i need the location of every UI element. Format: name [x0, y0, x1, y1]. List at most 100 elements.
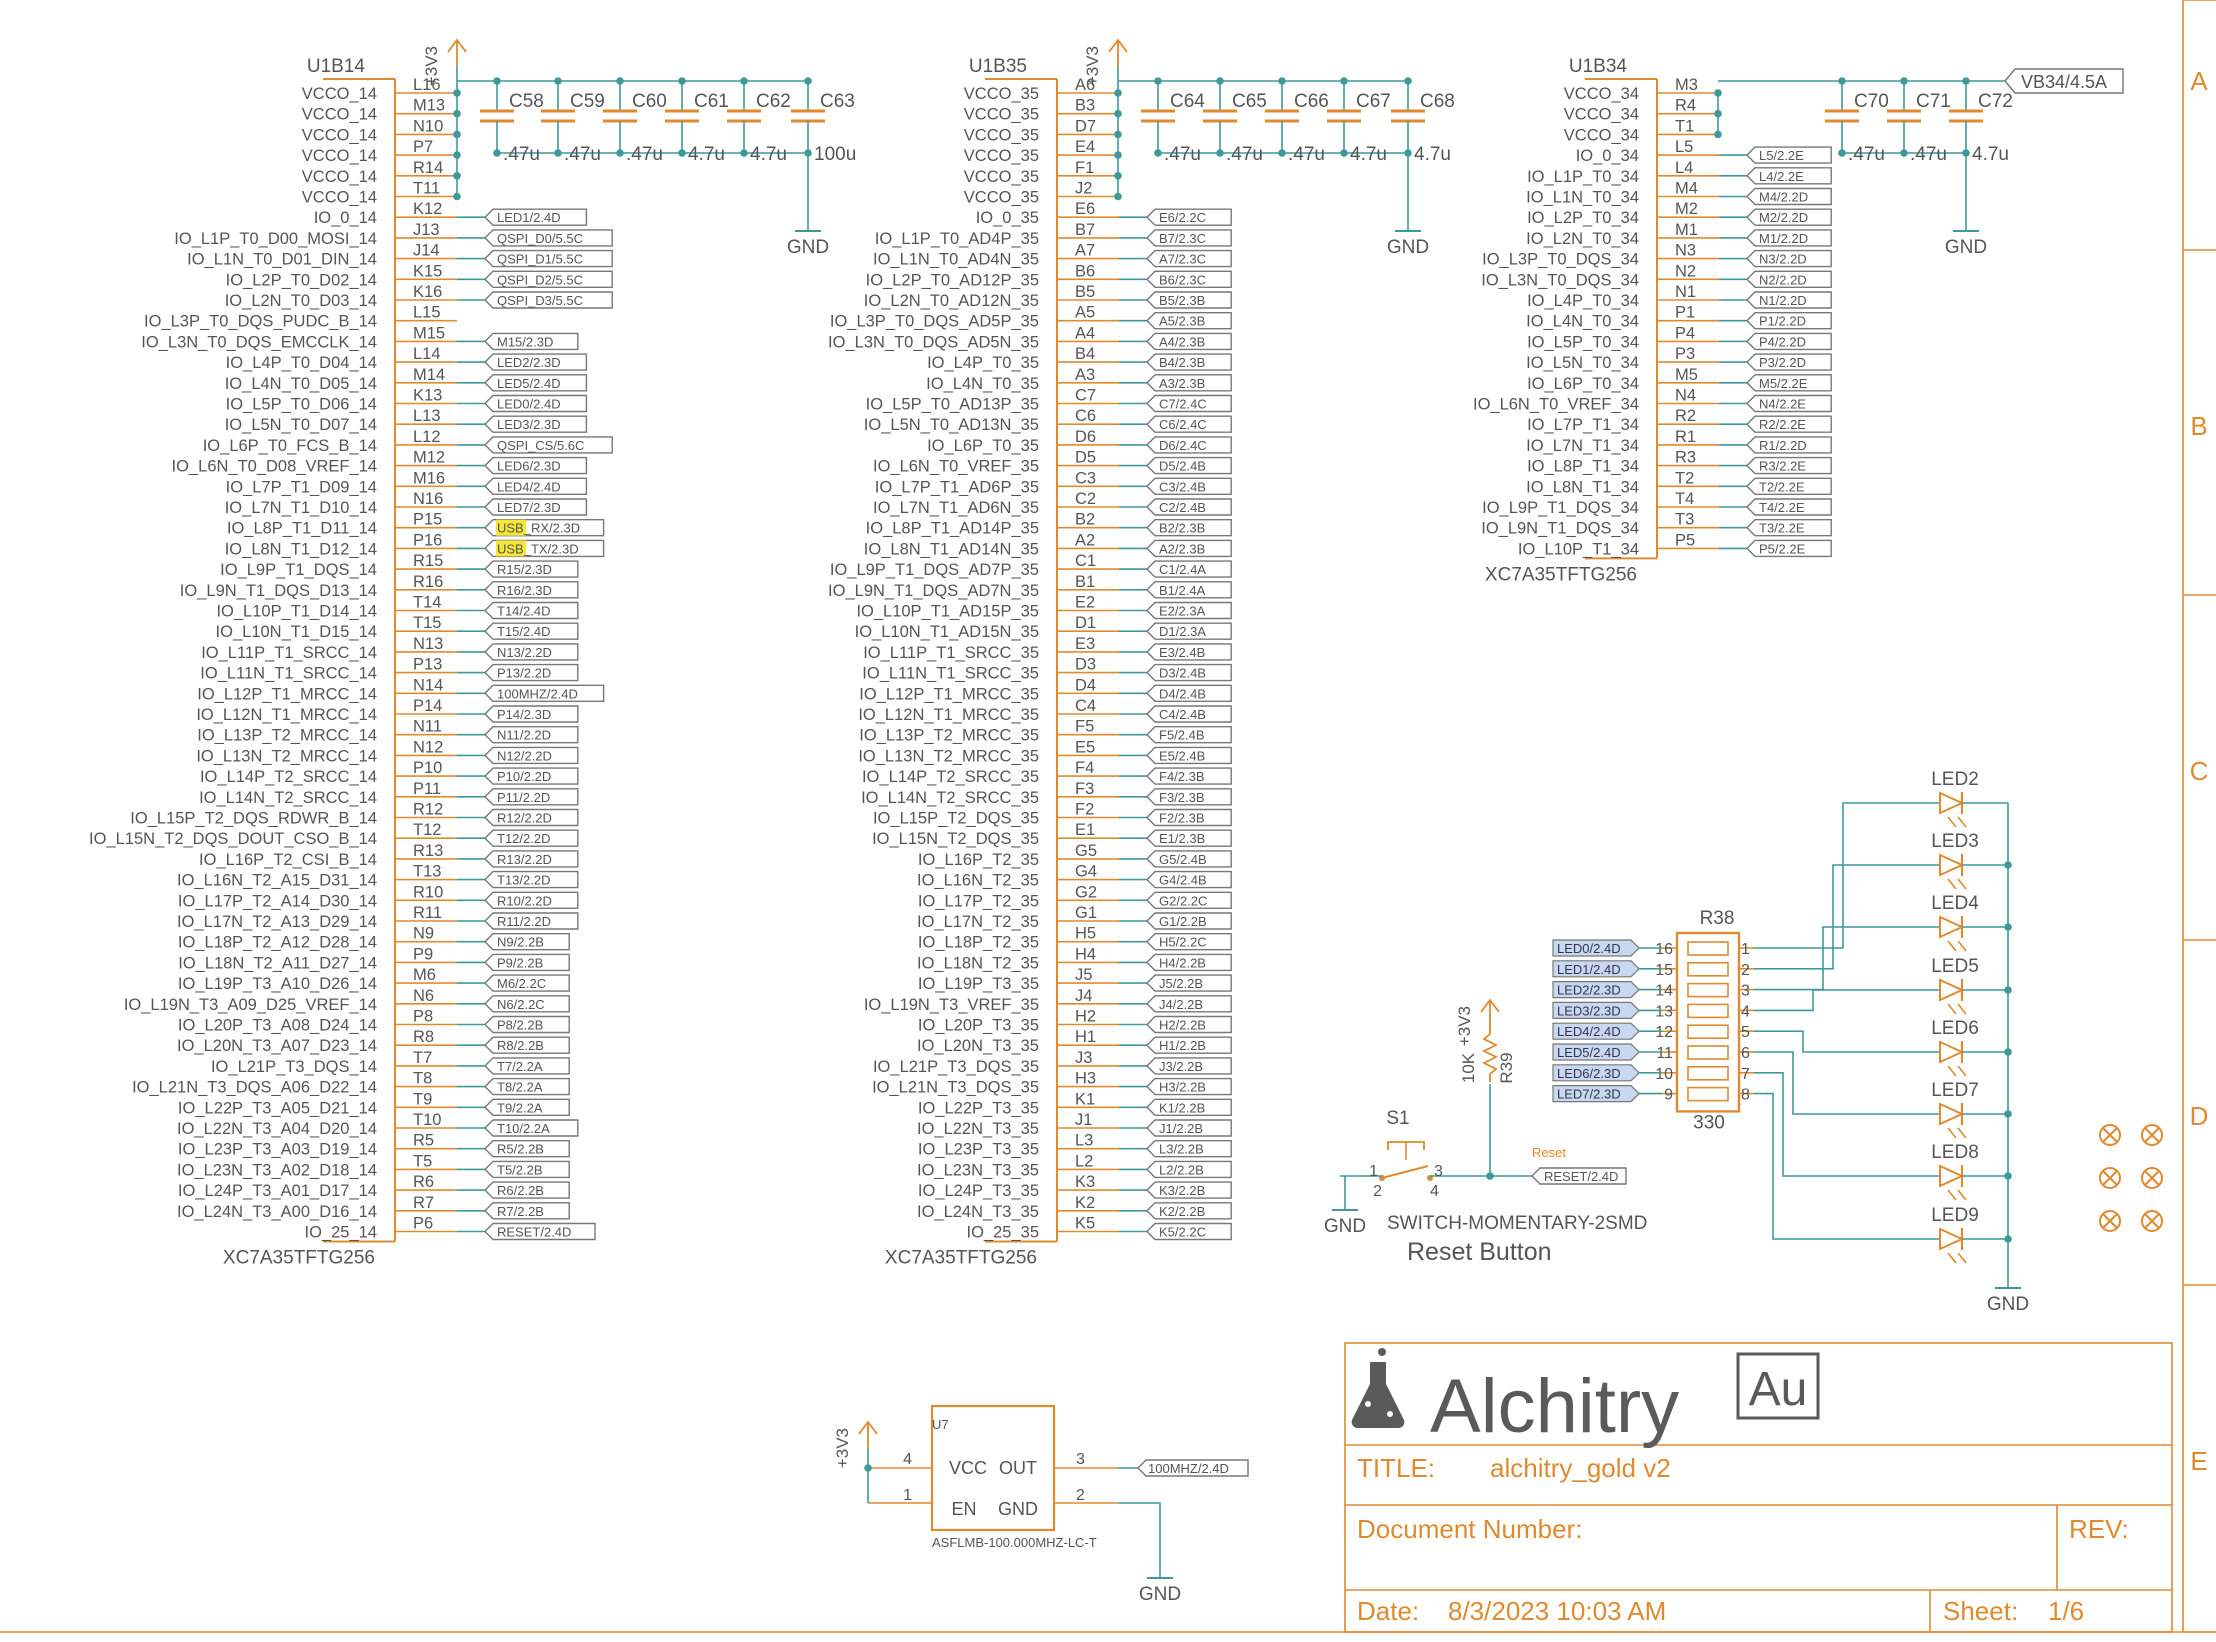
- net-label-text: L5/2.2E: [1759, 148, 1804, 163]
- pin-name: VCCO_14: [302, 147, 377, 165]
- pin-number: C7: [1075, 387, 1096, 405]
- net-label-text: M5/2.2E: [1759, 376, 1808, 391]
- mounting-hole: [2099, 1210, 2121, 1232]
- pin-number: P11: [413, 780, 441, 798]
- junction-dot: [1340, 77, 1348, 85]
- net-label-text: LED3/2.3D: [497, 417, 561, 432]
- pin-number: R12: [413, 801, 443, 819]
- led-ref: LED7: [1931, 1080, 1979, 1101]
- bank-ref: U1B34: [1569, 56, 1628, 77]
- bank-part: XC7A35TFTG256: [885, 1248, 1037, 1269]
- resistor-pin-number: 2: [1741, 962, 1750, 979]
- led-net-flag: [1552, 981, 1640, 999]
- net-label-text: P4/2.2D: [1759, 334, 1806, 349]
- led-net-text: LED4/2.4D: [1557, 1024, 1621, 1039]
- net-label-flag: [484, 1160, 570, 1179]
- led-net-text: LED7/2.3D: [1557, 1087, 1621, 1102]
- pin-number: T11: [413, 180, 440, 198]
- cap-value: 100u: [814, 144, 856, 165]
- pin-name: IO_L3P_T0_DQS_AD5P_35: [830, 313, 1039, 331]
- pin-number: T13: [413, 863, 441, 881]
- junction-dot: [1900, 77, 1908, 85]
- net-label-flag: [484, 995, 570, 1013]
- logo-badge-frame: [1736, 1352, 1820, 1420]
- osc-part: ASFLMB-100.000MHZ-LC-T: [932, 1535, 1097, 1550]
- junction-dot: [1340, 149, 1348, 157]
- net-label-flag: [1146, 519, 1232, 537]
- net-label-text: C7/2.4C: [1159, 397, 1207, 412]
- pin-number: E3: [1075, 635, 1095, 653]
- net-label-flag: [1146, 995, 1232, 1013]
- pin-name: IO_L12P_T1_MRCC_14: [197, 685, 377, 703]
- junction-dot: [1216, 149, 1224, 157]
- junction-dot: [1278, 77, 1286, 85]
- led-ref: LED9: [1931, 1205, 1979, 1226]
- pin-number: R8: [413, 1028, 434, 1046]
- osc-pin-name: GND: [998, 1499, 1038, 1519]
- net-label-flag: [1146, 974, 1232, 992]
- net-label-text: N13/2.2D: [497, 645, 552, 660]
- net-label-flag: [484, 498, 588, 516]
- net-label-flag: [484, 560, 579, 578]
- net-label-text: N2/2.2D: [1759, 272, 1807, 287]
- net-label-flag: [1146, 1222, 1232, 1241]
- pin-name: IO_L21N_T3_DQS_35: [872, 1079, 1039, 1097]
- osc-pin-number: 3: [1076, 1451, 1085, 1468]
- pin-name: IO_L7N_T1_34: [1526, 437, 1639, 455]
- pin-number: L2: [1075, 1152, 1093, 1170]
- pin-name: IO_L24N_T3_35: [917, 1203, 1039, 1221]
- pin-name: IO_L8P_T1_AD14P_35: [866, 520, 1039, 538]
- pin-name: VCCO_35: [964, 85, 1039, 103]
- net-label-flag: [1146, 353, 1232, 371]
- zone-letter: A: [2190, 66, 2208, 96]
- net-label-flag: [484, 622, 579, 640]
- net-label-text: M4/2.2D: [1759, 190, 1808, 205]
- gnd-label: GND: [1945, 237, 1987, 258]
- led-emission: [1947, 1065, 1957, 1077]
- net-label-text: B7/2.3C: [1159, 231, 1206, 246]
- net-label-text: B4/2.3B: [1159, 355, 1205, 370]
- title-value: alchitry_gold v2: [1490, 1453, 1671, 1483]
- pin-name: IO_L14P_T2_SRCC_14: [200, 768, 377, 786]
- net-label-text: G4/2.4B: [1159, 873, 1207, 888]
- net-label-text: D1/2.3A: [1159, 624, 1206, 639]
- pin-number: H3: [1075, 1070, 1096, 1088]
- pin-name: IO_L1N_T0_D01_DIN_14: [187, 251, 377, 269]
- net-label-flag: [484, 1140, 570, 1158]
- pin-name: IO_L3N_T0_DQS_AD5N_35: [828, 333, 1039, 351]
- net-label-text: A7/2.3C: [1159, 252, 1206, 267]
- pin-name: IO_L11N_T1_SRCC_35: [862, 665, 1039, 683]
- pin-name: IO_L6N_T0_VREF_35: [873, 458, 1039, 476]
- net-label-text: RESET/2.4D: [1544, 1169, 1618, 1184]
- net-label-text: C6/2.4C: [1159, 417, 1207, 432]
- net-label-flag: [484, 332, 579, 351]
- cap-ref: C60: [632, 91, 667, 112]
- pin-name: IO_L1N_T0_AD4N_35: [873, 251, 1039, 269]
- pin-name: IO_L15P_T2_DQS_RDWR_B_14: [130, 810, 377, 828]
- resistor-pin-number: 4: [1741, 1003, 1750, 1020]
- zone-letter: C: [2190, 756, 2209, 786]
- net-label-flag: [484, 974, 570, 992]
- led-triangle: [1939, 978, 1965, 1002]
- net-label-text: T13/2.2D: [497, 873, 550, 888]
- net-label-text: N11/2.2D: [497, 728, 551, 743]
- net-label-flag: [1146, 622, 1232, 640]
- net-label-flag: [1746, 436, 1832, 454]
- cap-value: .47u: [1848, 144, 1885, 165]
- pin-name: IO_L19N_T3_A09_D25_VREF_14: [124, 996, 377, 1014]
- net-label-text: B6/2.3C: [1159, 272, 1206, 287]
- net-label-text: QSPI_D2/5.5C: [497, 272, 583, 287]
- wire: [1754, 802, 1940, 949]
- resistor-ref: R39: [1497, 1052, 1516, 1083]
- pin-name: IO_L5P_T0_34: [1527, 333, 1639, 351]
- pin-number: G2: [1075, 883, 1097, 901]
- pin-number: B7: [1075, 221, 1095, 239]
- net-label-text: L2/2.2B: [1159, 1162, 1204, 1177]
- pin-name: IO_L19N_T3_VREF_35: [864, 996, 1039, 1014]
- net-label-text: R1/2.2D: [1759, 438, 1807, 453]
- net-label-text: LED4/2.4D: [497, 479, 561, 494]
- pin-name: VCCO_14: [302, 106, 377, 124]
- resistor-element: [1687, 1024, 1729, 1039]
